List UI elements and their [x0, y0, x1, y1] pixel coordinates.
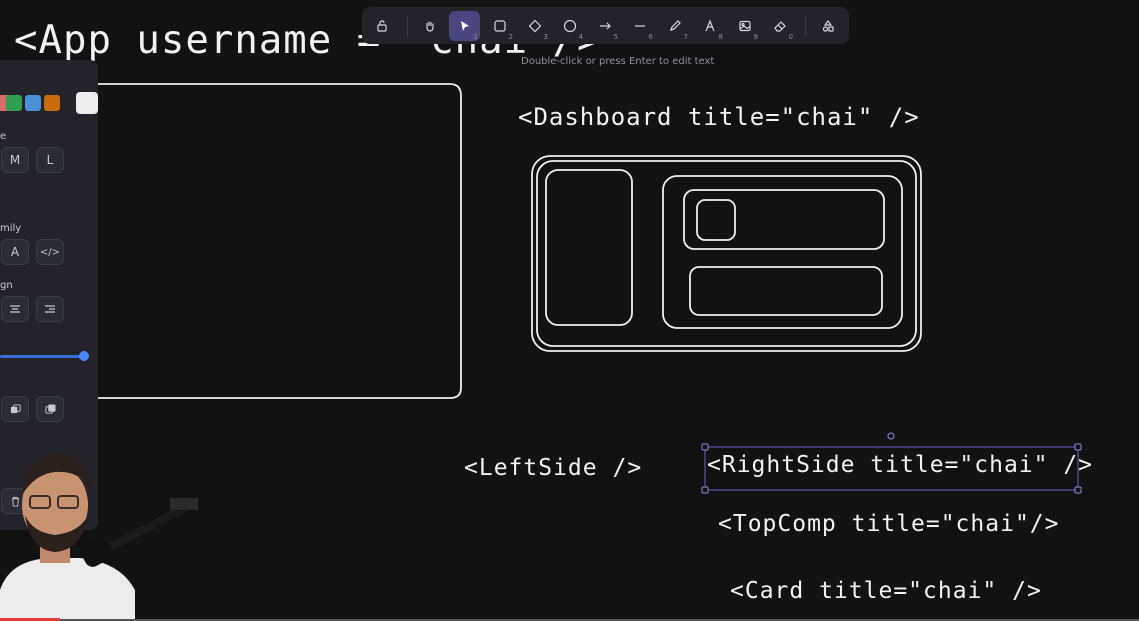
properties-panel: e M L mily A </> gn — [0, 60, 98, 530]
send-backward-button[interactable] — [1, 396, 29, 422]
toolbar-divider-2 — [805, 15, 806, 36]
pencil-icon[interactable]: 7 — [659, 11, 690, 41]
text-selection — [704, 446, 1079, 491]
lock-icon[interactable] — [366, 11, 397, 41]
dashboard-inner-box — [536, 160, 917, 347]
arrow-shortcut: 5 — [613, 32, 618, 41]
eraser-shortcut: 0 — [788, 32, 793, 41]
swatch-orange[interactable] — [44, 95, 60, 111]
text-shortcut: 8 — [718, 32, 723, 41]
text-icon[interactable]: 8 — [694, 11, 725, 41]
text-align-label: gn — [0, 280, 13, 291]
bottom-box — [689, 266, 883, 316]
card-text[interactable]: <Card title="chai" /> — [730, 578, 1042, 604]
duplicate-icon — [44, 403, 56, 414]
toolbar-divider — [407, 15, 408, 36]
align-right-icon — [45, 305, 55, 313]
video-progress-track[interactable] — [60, 619, 1139, 621]
swatch-green[interactable] — [6, 95, 22, 111]
selection-icon[interactable]: 1 — [449, 10, 480, 41]
webcam-presenter-image — [0, 454, 198, 621]
diamond-icon[interactable]: 3 — [519, 11, 550, 41]
image-icon[interactable]: 9 — [729, 11, 760, 41]
font-code-button[interactable]: </> — [36, 239, 64, 265]
rightside-text[interactable]: <RightSide title="chai" /> — [707, 452, 1094, 478]
dashboard-box — [531, 155, 922, 352]
ellipse-icon[interactable]: 4 — [554, 11, 585, 41]
trash-icon — [11, 496, 19, 507]
image-shortcut: 9 — [753, 32, 758, 41]
diamond-shortcut: 3 — [543, 32, 548, 41]
rectangle-shortcut: 2 — [508, 32, 513, 41]
main-toolbar: 1 2 3 4 5 6 7 8 9 0 — [362, 7, 849, 44]
video-progress-played[interactable] — [0, 618, 60, 621]
leftside-text[interactable]: <LeftSide /> — [464, 455, 643, 481]
align-center-icon — [10, 305, 20, 313]
selection-shortcut: 1 — [473, 32, 478, 41]
dashboard-text[interactable]: <Dashboard title="chai" /> — [518, 103, 920, 131]
arrow-icon[interactable]: 5 — [589, 11, 620, 41]
font-size-label: e — [0, 131, 7, 142]
edit-text-hint: Double-click or press Enter to edit text — [521, 56, 715, 67]
size-l-button[interactable]: L — [36, 147, 64, 173]
shapes-library-icon[interactable] — [812, 11, 843, 41]
card-box — [696, 199, 736, 241]
topcomp-text[interactable]: <TopComp title="chai"/> — [718, 511, 1060, 537]
topcomp-box — [683, 189, 885, 250]
font-normal-button[interactable]: A — [1, 239, 29, 265]
align-center-button[interactable] — [1, 296, 29, 322]
rectangle-icon[interactable]: 2 — [484, 11, 515, 41]
line-icon[interactable]: 6 — [624, 11, 655, 41]
line-shortcut: 6 — [648, 32, 653, 41]
opacity-slider-knob[interactable] — [79, 351, 89, 361]
leftside-box — [545, 169, 633, 326]
font-family-label: mily — [0, 223, 22, 234]
size-m-button[interactable]: M — [1, 147, 29, 173]
hand-icon[interactable] — [414, 11, 445, 41]
rightside-box — [662, 175, 903, 329]
duplicate-button[interactable] — [36, 396, 64, 422]
align-right-button[interactable] — [36, 296, 64, 322]
swatch-white-selected[interactable] — [76, 92, 98, 114]
send-backward-icon — [10, 403, 21, 413]
eraser-icon[interactable]: 0 — [764, 11, 795, 41]
ellipse-shortcut: 4 — [578, 32, 583, 41]
pencil-shortcut: 7 — [683, 32, 688, 41]
swatch-blue[interactable] — [25, 95, 41, 111]
app-box — [98, 83, 462, 399]
opacity-slider-track[interactable] — [0, 355, 84, 358]
swatch-red[interactable] — [0, 95, 10, 111]
